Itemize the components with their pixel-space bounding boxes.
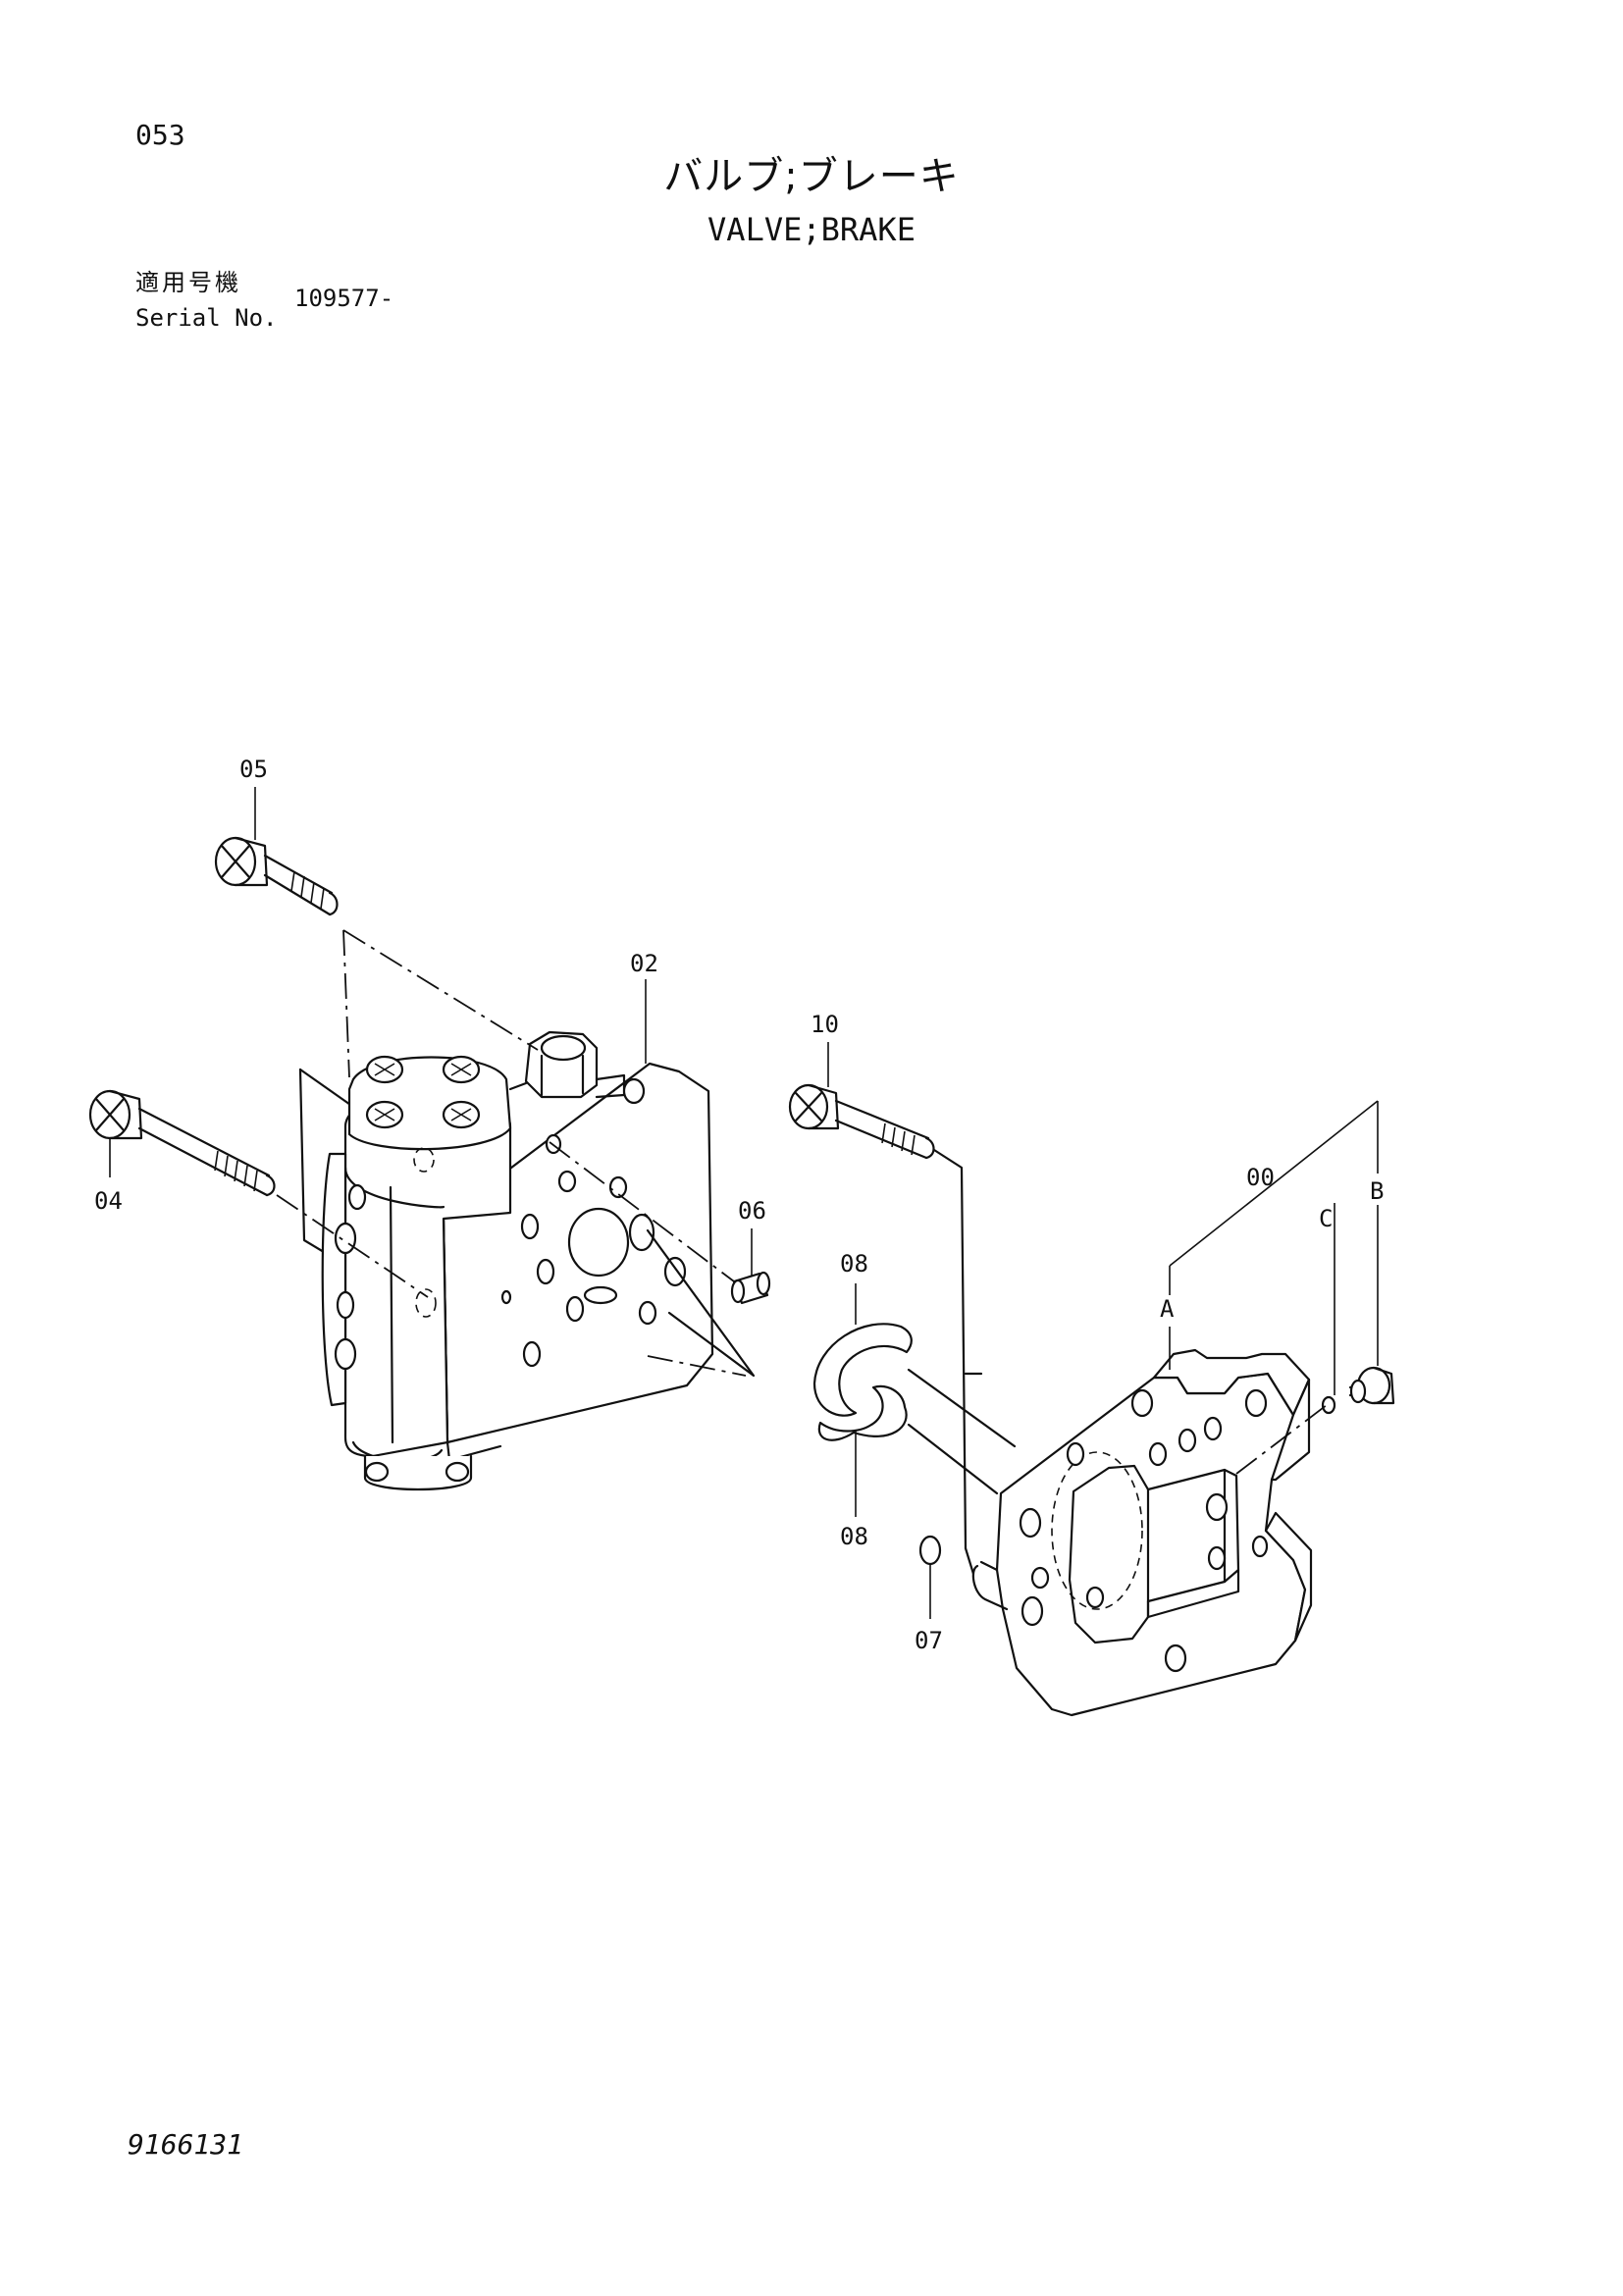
page-number: 053 — [135, 119, 185, 151]
callout-c: C — [1319, 1205, 1333, 1232]
serial-label-english: Serial No. — [135, 304, 278, 332]
title-japanese: バルブ;ブレーキ — [663, 154, 960, 199]
part-c-o-ring — [1321, 1395, 1336, 1415]
callout-07: 07 — [915, 1627, 943, 1654]
callout-08-bottom: 08 — [840, 1523, 868, 1550]
part-06-pin — [730, 1271, 771, 1305]
part-07-o-ring — [918, 1535, 942, 1566]
part-05-bolt — [214, 836, 339, 916]
title-english: VALVE;BRAKE — [707, 211, 916, 248]
part-04-bolt — [88, 1089, 276, 1197]
serial-label-japanese: 適用号機 — [135, 269, 241, 296]
document-number: 9166131 — [128, 2128, 244, 2161]
part-08-seal-rings — [812, 1323, 913, 1441]
callout-08-top: 08 — [840, 1250, 868, 1278]
callout-02: 02 — [630, 950, 658, 977]
assembly-phantom-lines — [276, 929, 1328, 1576]
callout-05: 05 — [239, 756, 268, 783]
callout-b: B — [1370, 1177, 1384, 1205]
part-b-plug — [1348, 1366, 1395, 1405]
callout-00: 00 — [1246, 1164, 1275, 1191]
leader-lines — [109, 787, 1379, 1619]
callout-a: A — [1160, 1295, 1175, 1323]
callout-04: 04 — [94, 1187, 123, 1215]
part-00-valve-housing — [971, 1348, 1313, 1717]
callout-10: 10 — [811, 1011, 839, 1038]
part-10-bolt — [788, 1083, 935, 1160]
part-02-valve-body — [321, 1030, 714, 1491]
serial-number-value: 109577- — [294, 285, 394, 312]
callout-06: 06 — [738, 1197, 766, 1225]
